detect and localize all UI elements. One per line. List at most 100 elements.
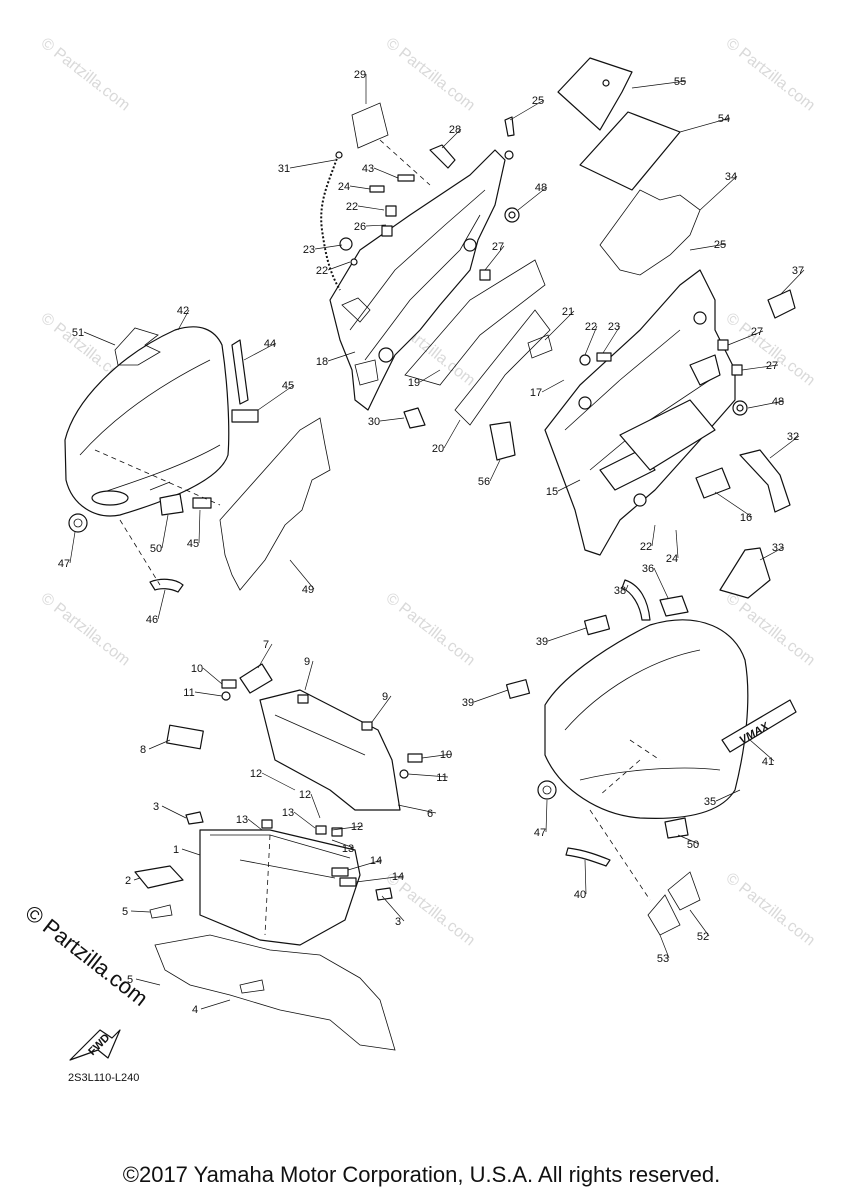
callout-leader — [310, 793, 321, 819]
pad-45-upper — [231, 409, 259, 423]
callout-number: 22 — [316, 265, 328, 277]
tape-51 — [114, 327, 161, 366]
callout-number: 41 — [762, 756, 774, 768]
callout-number: 21 — [562, 306, 574, 318]
callout-leader — [407, 773, 449, 778]
callout-leader — [689, 243, 727, 251]
callout-number: 2 — [125, 875, 131, 887]
callout-number: 13 — [282, 807, 294, 819]
callout-leader — [327, 351, 356, 362]
callout-leader — [373, 167, 399, 179]
callout-leader — [419, 369, 441, 383]
callout-number: 22 — [585, 321, 597, 333]
grommet-47-right — [537, 780, 557, 800]
pad-8 — [166, 724, 204, 750]
callout-number: 42 — [177, 305, 189, 317]
watermark-text: © Partzilla.com — [723, 310, 818, 390]
callout-number: 22 — [640, 541, 652, 553]
callout-leader — [243, 342, 277, 361]
callout-number: 20 — [432, 443, 444, 455]
callout-number: 3 — [395, 916, 401, 928]
callout-leader — [625, 584, 629, 591]
callout-leader — [379, 417, 405, 422]
callout-leader — [484, 245, 505, 271]
callout-leader — [473, 689, 509, 703]
callout-number: 46 — [146, 614, 158, 626]
callout-number: 12 — [299, 789, 311, 801]
callout-number: 53 — [657, 953, 669, 965]
callout-leader — [741, 364, 779, 371]
callout-number: 13 — [342, 843, 354, 855]
sheet-53 — [647, 894, 681, 936]
callout-leader — [679, 117, 731, 133]
callout-number: 24 — [666, 553, 678, 565]
callout-number: 27 — [492, 241, 504, 253]
callout-number: 23 — [303, 244, 315, 256]
holder-2 — [134, 865, 184, 889]
callout-number: 50 — [687, 839, 699, 851]
callout-leader — [181, 848, 201, 856]
callout-number: 56 — [478, 476, 490, 488]
clip-3-right — [375, 887, 393, 901]
callout-leader — [545, 799, 548, 833]
callout-leader — [759, 546, 785, 561]
callout-leader — [547, 627, 587, 642]
callout-number: 8 — [140, 744, 146, 756]
callout-number: 39 — [536, 636, 548, 648]
callout-number: 37 — [792, 265, 804, 277]
fasteners-upper — [339, 116, 520, 281]
callout-number: 25 — [714, 239, 726, 251]
callout-number: 48 — [772, 396, 784, 408]
callout-number: 13 — [236, 814, 248, 826]
side-cover-right — [544, 619, 749, 819]
callout-leader — [443, 419, 461, 449]
callout-leader — [198, 509, 201, 544]
fwd-arrow: FWD — [69, 1029, 121, 1061]
callout-number: 15 — [546, 486, 558, 498]
band-33 — [719, 547, 771, 599]
watermark-text: © Partzilla.com — [38, 590, 133, 670]
callout-leader — [381, 895, 405, 922]
callout-leader — [177, 309, 190, 331]
callout-number: 28 — [449, 124, 461, 136]
fasteners-battery — [221, 679, 423, 887]
callout-number: 17 — [530, 387, 542, 399]
callout-leader — [371, 695, 392, 723]
callout-number: 45 — [187, 538, 199, 550]
callout-leader — [421, 753, 453, 759]
watermark-text: © Partzilla.com — [383, 35, 478, 115]
callout-leader — [148, 739, 171, 750]
pad-5-upper — [149, 904, 173, 919]
tray-4 — [154, 934, 396, 1051]
callout-number: 32 — [787, 431, 799, 443]
callout-number: 50 — [150, 543, 162, 555]
callout-number: 14 — [392, 871, 404, 883]
watermark-text: © Partzilla.com — [723, 870, 818, 950]
callout-leader — [261, 772, 296, 791]
callout-number: 23 — [608, 321, 620, 333]
callout-number: 24 — [338, 181, 350, 193]
callout-leader — [135, 978, 161, 986]
callout-leader — [161, 805, 187, 819]
callout-leader — [689, 909, 710, 937]
side-frame-cover-left — [329, 149, 506, 411]
callout-leader — [347, 859, 383, 871]
bracket-6 — [259, 689, 401, 811]
pad-5-lower — [239, 979, 265, 994]
callout-number: 43 — [362, 163, 374, 175]
callout-leader — [541, 379, 565, 393]
pad-45-lower — [192, 497, 212, 509]
callout-number: 39 — [462, 697, 474, 709]
callout-leader — [355, 875, 405, 883]
clip-50-right — [664, 817, 689, 839]
callout-number: 52 — [697, 931, 709, 943]
callout-leader — [653, 567, 669, 599]
callout-leader — [257, 643, 273, 669]
callout-number: 14 — [370, 855, 382, 867]
sheet-21 — [527, 334, 553, 359]
callout-number: 12 — [351, 821, 363, 833]
callout-leader — [133, 877, 141, 881]
plate-55 — [557, 57, 633, 131]
grommet-47-left — [68, 513, 88, 533]
